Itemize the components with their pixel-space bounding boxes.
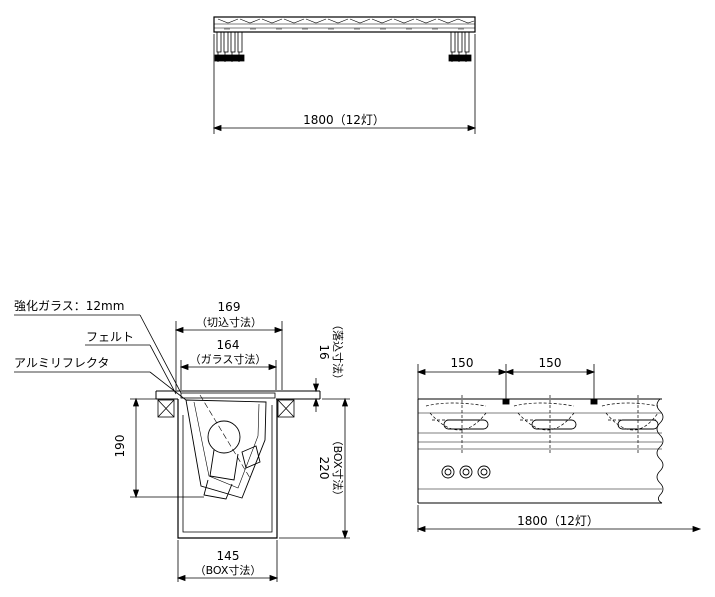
pitch-2-label: 150	[539, 356, 562, 370]
pitch-1-label: 150	[451, 356, 474, 370]
section-glass	[180, 392, 276, 399]
side-lamp-outlines	[425, 395, 659, 455]
left-cable-glands	[214, 31, 245, 62]
callout-glass: 強化ガラス：12mm	[14, 299, 124, 313]
side-dimension-line	[416, 505, 702, 533]
side-cable-glands	[441, 465, 491, 479]
right-cable-glands	[448, 31, 472, 62]
section-frame	[155, 390, 321, 400]
dim-cutout-note: （切込寸法）	[196, 315, 262, 329]
callout-leaders	[14, 314, 187, 401]
dim-box-width-note: （BOX寸法）	[195, 563, 262, 577]
dim-height-lamp-line	[130, 397, 204, 499]
dim-box-width-value: 145	[217, 549, 240, 563]
section-box	[177, 399, 278, 539]
dim-pitch-lines	[416, 364, 596, 400]
dim-box-height-value: 220	[317, 457, 331, 480]
top-rail	[213, 16, 476, 33]
dim-glass-line	[179, 360, 278, 390]
section-reflector	[185, 394, 267, 500]
dim-box-height-line	[279, 397, 350, 540]
dim-cutout-value: 169	[218, 300, 241, 314]
top-lamp-pattern	[217, 18, 475, 30]
dim-glass-value: 164	[217, 338, 240, 352]
top-dimension-line	[212, 34, 477, 134]
top-view	[212, 16, 477, 134]
section-view	[14, 314, 350, 582]
dim-recess-line	[312, 378, 320, 412]
dim-recess-note: （落込寸法）	[331, 319, 345, 385]
dim-cutout-line	[174, 321, 284, 390]
dim-glass-note: （ガラス寸法）	[190, 352, 267, 366]
callout-felt: フェルト	[86, 330, 134, 344]
section-felt-blocks	[157, 399, 295, 418]
side-lamp-slots	[443, 398, 659, 430]
dim-box-height-note: （BOX寸法）	[331, 435, 345, 502]
top-width-label: 1800（12灯）	[303, 113, 385, 127]
side-view	[416, 364, 702, 533]
dim-height-lamp-value: 190	[113, 435, 127, 458]
dim-recess-value: 16	[317, 344, 331, 359]
dim-box-width-line	[176, 540, 279, 582]
side-width-label: 1800（12灯）	[517, 514, 599, 528]
callout-reflector: アルミリフレクタ	[14, 356, 109, 370]
side-body	[417, 398, 664, 504]
